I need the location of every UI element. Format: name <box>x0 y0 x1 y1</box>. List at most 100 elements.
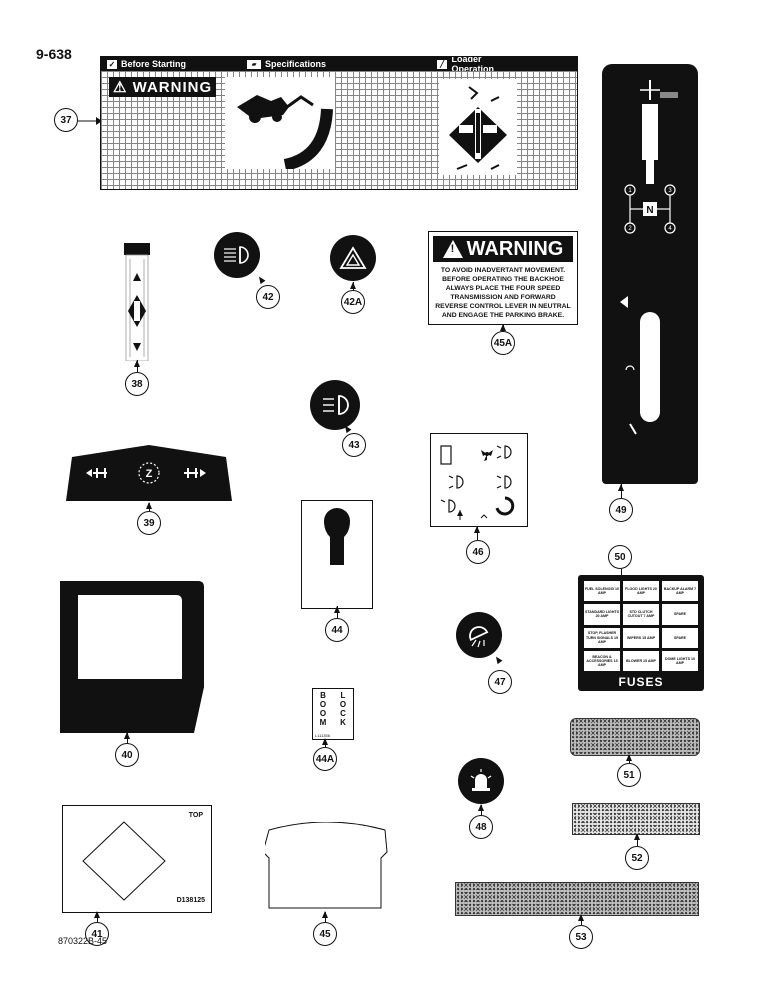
leader-arrowhead-45 <box>322 911 328 918</box>
lock-word: L O C K <box>337 691 349 727</box>
leader-arrowhead-49 <box>618 484 624 491</box>
letter: B <box>320 691 326 700</box>
callout-52: 52 <box>625 846 649 870</box>
letter: O <box>319 709 327 718</box>
decal-53-reflective-strip <box>455 882 699 916</box>
leader-arrowhead-43 <box>342 423 352 434</box>
top-label: TOP <box>188 812 203 819</box>
leader-arrowhead-41 <box>94 911 100 918</box>
leader-arrowhead-42 <box>256 274 266 285</box>
warning-line: BEFORE OPERATING THE BACKHOE <box>442 276 564 283</box>
warning-header-text: WARNING <box>466 237 564 260</box>
decal-39-auxiliary-control: Z <box>66 443 232 503</box>
decal-37-machine-illustration <box>225 77 335 169</box>
letter: K <box>340 718 346 727</box>
warning-triangle-icon: ! <box>442 240 463 258</box>
hazard-triangle-icon <box>339 246 367 269</box>
section-label: Specifications <box>265 59 327 69</box>
gear-label: 1 <box>628 188 632 194</box>
leader-49 <box>621 484 622 498</box>
fuse-grid: FUEL SOLENOID 10 AMP FLOOD LIGHTS 20 AMP… <box>584 581 698 671</box>
leader-arrowhead-45a <box>500 324 506 331</box>
leader-arrowhead-47 <box>493 654 503 665</box>
decal-47-flood-light <box>456 612 502 658</box>
leader-arrowhead-38 <box>134 360 140 367</box>
callout-42a: 42A <box>341 290 365 314</box>
warning-line: TO AVOID INADVERTANT MOVEMENT. <box>440 267 566 274</box>
leader-arrow-37 <box>78 117 102 125</box>
callout-44: 44 <box>325 618 349 642</box>
gear-label: 3 <box>668 188 672 194</box>
decal-50-fuse-panel: FUEL SOLENOID 10 AMP FLOOD LIGHTS 20 AMP… <box>578 575 704 691</box>
callout-53: 53 <box>569 925 593 949</box>
letter: C <box>340 709 346 718</box>
fuse-cell: BACKUP ALARM 7 AMP <box>662 581 698 602</box>
decal-37-warning-label: ⚠ WARNING <box>109 77 217 97</box>
decal-42-work-light <box>214 232 260 278</box>
section-label: Loader Operation <box>451 56 494 74</box>
decal-40-window-frame <box>60 581 204 733</box>
decal-44-lever-plate <box>301 500 373 609</box>
callout-41: 41 <box>85 922 109 946</box>
flood-light-icon <box>469 626 489 648</box>
warning-header: ! WARNING <box>433 236 573 262</box>
fuse-cell: FLOOD LIGHTS 20 AMP <box>623 581 659 602</box>
letter: O <box>319 700 327 709</box>
fuse-cell: DOME LIGHTS 10 AMP <box>662 650 698 671</box>
checkmark-icon: ✓ <box>107 59 117 69</box>
catalog-number: 870322B-45 <box>58 936 108 946</box>
leader-arrowhead-46 <box>474 526 480 533</box>
warning-word: WARNING <box>132 79 213 96</box>
beacon-icon <box>470 769 492 791</box>
callout-49: 49 <box>609 498 633 522</box>
neutral-label: N <box>646 205 653 216</box>
decal-45-bucket-shape <box>265 822 389 912</box>
callout-45a: 45A <box>491 331 515 355</box>
fuse-cell: BEACON & ACCESSORIES 15 AMP <box>584 650 620 671</box>
decal-45a-warning: ! WARNING TO AVOID INADVERTANT MOVEMENT.… <box>428 231 578 325</box>
machine-icon: ▰ <box>247 59 261 69</box>
warning-line: AND ENGAGE THE PARKING BRAKE. <box>441 312 565 319</box>
fuse-cell: STD CLUTCH CUTOUT 7 AMP <box>623 604 659 625</box>
lever-icon: ╱ <box>437 59 448 69</box>
decal-41-top-marker: TOP D138125 <box>62 805 212 913</box>
decal-48-beacon <box>458 758 504 804</box>
headlight-beam-icon <box>323 395 349 415</box>
gear-label: 4 <box>668 226 672 232</box>
page-reference: 9-638 <box>36 46 72 62</box>
fuse-cell: WIPERS 15 AMP <box>623 627 659 648</box>
fuse-cell: SPARE <box>662 604 698 625</box>
leader-arrowhead-39 <box>146 502 152 509</box>
decal-44a-part-number: L111356 <box>315 733 330 738</box>
section-label: Before Starting <box>121 59 187 69</box>
fuse-cell: STOP, FLASHER TURN SIGNALS 15 AMP <box>584 627 620 648</box>
callout-44a: 44A <box>313 747 337 771</box>
leader-arrowhead-42a <box>350 282 356 289</box>
leader-52 <box>637 834 638 846</box>
leader-arrowhead-44a <box>322 738 328 745</box>
leader-arrowhead-40 <box>124 732 130 739</box>
decal-37-loader-diagram <box>439 79 517 175</box>
warning-line: TRANSMISSION AND FORWARD <box>450 294 556 301</box>
callout-40: 40 <box>115 743 139 767</box>
leader-arrowhead-53 <box>578 914 584 921</box>
callout-43: 43 <box>342 433 366 457</box>
letter: L <box>340 691 346 700</box>
decal-37-header-bar: ✓ Before Starting ▰ Specifications ╱ Loa… <box>101 56 577 74</box>
section-specifications: ▰ Specifications <box>247 59 437 69</box>
section-before-starting: ✓ Before Starting <box>101 59 247 69</box>
decal-49-shift-pattern: 1 3 2 4 N <box>602 64 698 484</box>
section-loader-operation: ╱ Loader Operation <box>437 56 577 74</box>
fuse-cell: SPARE <box>662 627 698 648</box>
callout-42: 42 <box>256 285 280 309</box>
warning-message: TO AVOID INADVERTANT MOVEMENT. BEFORE OP… <box>435 266 571 320</box>
callout-38: 38 <box>125 372 149 396</box>
decal-43-headlight <box>310 380 360 430</box>
leader-arrowhead-51 <box>626 754 632 761</box>
fuse-cell: BLOWER 15 AMP <box>623 650 659 671</box>
leader-arrowhead-52 <box>634 833 640 840</box>
fuse-panel-title: FUSES <box>618 675 664 689</box>
decal-52-reflective-strip <box>572 803 700 835</box>
callout-39: 39 <box>137 511 161 535</box>
callout-50: 50 <box>608 545 632 569</box>
